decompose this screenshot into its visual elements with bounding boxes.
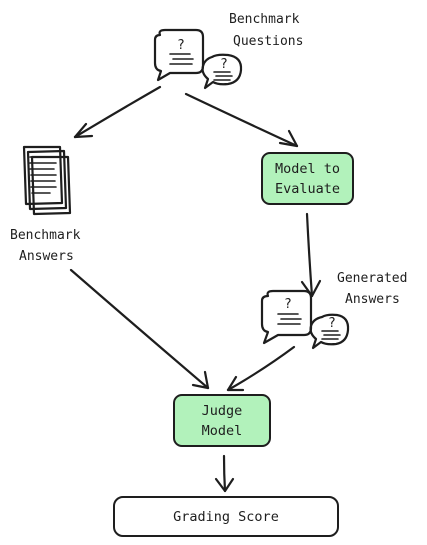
benchmark-answers-label-line1: Benchmark xyxy=(10,228,81,243)
grading-score-label: Grading Score xyxy=(173,509,279,525)
question-mark-glyph: ? xyxy=(284,297,292,312)
generated-answers-node: ? ? Generated Answers xyxy=(260,271,407,350)
judge-model-label-line1: Judge xyxy=(202,403,243,419)
arrow-questions-to-model xyxy=(184,92,299,148)
model-to-evaluate-node: Model to Evaluate xyxy=(261,152,354,205)
arrow-model-to-generated xyxy=(300,212,322,298)
arrow-judge-to-score xyxy=(214,454,235,493)
speech-bubbles-icon: ? ? xyxy=(153,28,243,90)
model-to-evaluate-label-line1: Model to xyxy=(275,161,340,177)
grading-score-node: Grading Score xyxy=(113,496,339,537)
arrow-generated-to-judge xyxy=(226,345,296,392)
generated-answers-label-line2: Answers xyxy=(345,292,400,307)
judge-model-box xyxy=(173,394,271,447)
question-mark-glyph: ? xyxy=(177,38,185,53)
benchmark-answers-node: Benchmark Answers xyxy=(10,145,81,264)
question-mark-glyph: ? xyxy=(328,316,336,331)
model-to-evaluate-label-line2: Evaluate xyxy=(275,181,340,197)
model-to-evaluate-box xyxy=(261,152,354,205)
benchmark-answers-label-line2: Answers xyxy=(19,249,74,264)
document-stack-icon xyxy=(22,145,72,216)
generated-answers-label-line1: Generated xyxy=(337,271,407,286)
judge-model-node: Judge Model xyxy=(173,394,271,447)
speech-bubbles-icon: ? ? xyxy=(260,289,350,350)
arrow-questions-to-answers xyxy=(73,85,162,139)
benchmark-questions-label-line2: Questions xyxy=(233,34,303,49)
judge-model-label-line2: Model xyxy=(202,423,243,439)
arrow-answers-to-judge xyxy=(69,268,210,390)
question-mark-glyph: ? xyxy=(220,57,228,72)
benchmark-questions-node: ? ? Benchmark Questions xyxy=(153,12,303,90)
benchmark-questions-label-line1: Benchmark xyxy=(229,12,300,27)
grading-score-box xyxy=(113,496,339,537)
